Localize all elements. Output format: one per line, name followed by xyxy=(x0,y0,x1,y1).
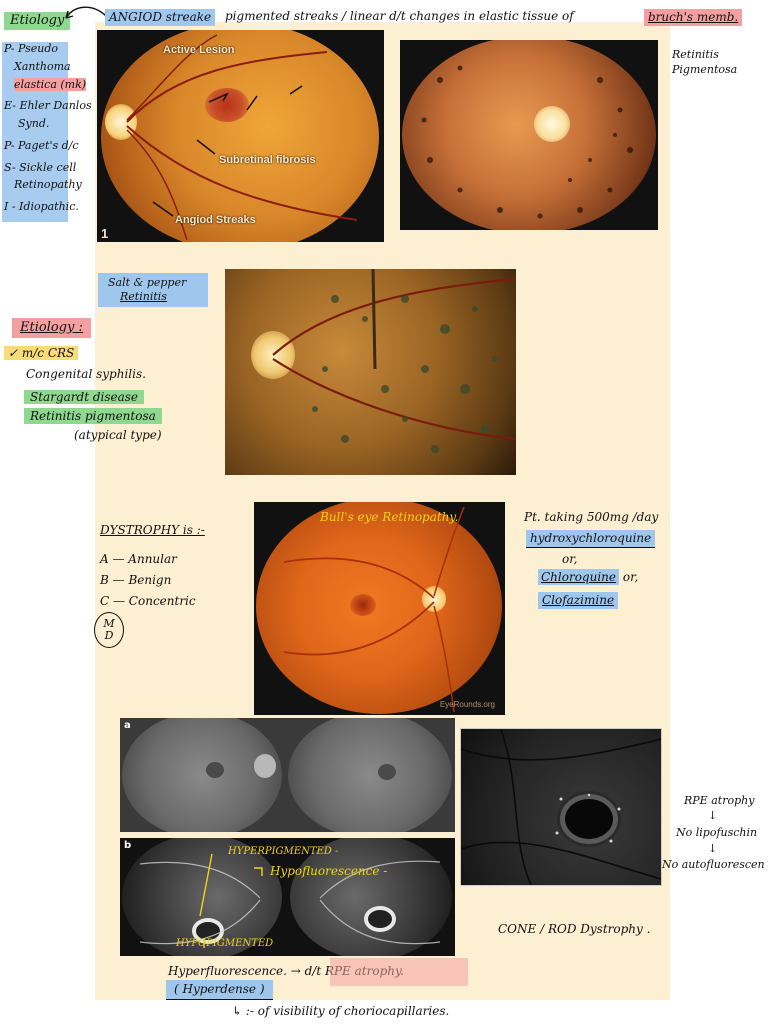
etiology-item: Synd. xyxy=(18,117,50,130)
atrophy-zone xyxy=(565,799,613,839)
salt-pepper-line2: Retinitis xyxy=(120,289,167,303)
angioid-streaks-photo: Active Lesion Subretinal fibrosis Angiod… xyxy=(97,30,384,242)
header-title: ANGIOD streake xyxy=(105,9,216,26)
macula-dark xyxy=(206,762,224,778)
arrow-down-icon: ↓ xyxy=(708,809,718,822)
etiology-heading-2: Etiology : xyxy=(12,318,91,339)
drug-or-2: or, xyxy=(622,570,639,584)
fa-panel-b: b HYPERPIGMENTED - Hypofluorescence - HY… xyxy=(120,838,455,956)
bulls-eye-ring xyxy=(364,906,396,932)
etiology2-item: Congenital syphilis. xyxy=(26,367,146,381)
dystrophy-item: A — Annular xyxy=(100,552,177,566)
hyperdense-label: ( Hyperdense ) xyxy=(166,980,273,1000)
etiology-list-1: P- Pseudo Xanthoma elastica (mk) E- Ehle… xyxy=(2,42,94,222)
salt-pepper-photo xyxy=(225,269,516,475)
salt-pepper-line1: Salt & pepper xyxy=(108,276,187,289)
etiology-item: S- Sickle cell xyxy=(4,160,77,174)
yellow-arrows xyxy=(199,853,263,948)
label-subretinal-fibrosis: Subretinal fibrosis xyxy=(219,154,316,166)
autofluorescence-photo xyxy=(460,728,662,886)
etiology-list-2: ✓ m/c CRS Congenital syphilis. Stargardt… xyxy=(4,346,162,443)
etiology2-item: Stargardt disease xyxy=(24,390,145,404)
rp-label: Retinitis Pigmentosa xyxy=(672,48,738,76)
drug-hydroxychloroquine: hydroxychloroquine xyxy=(526,530,656,548)
blue-highlight xyxy=(2,42,68,222)
drug-or-1: or, xyxy=(562,552,578,566)
dystrophy-list: A — Annular B — Benign C — Concentric xyxy=(100,552,196,609)
rpe-line1: RPE atrophy xyxy=(684,794,755,807)
header-membrane: bruch's memb. xyxy=(644,9,743,26)
drug-chloroquine: Chloroquine xyxy=(538,569,620,585)
dystrophy-item: B — Benign xyxy=(100,573,172,587)
pigment-dots xyxy=(272,269,516,453)
fa-vessels xyxy=(139,860,441,945)
arrow-icon xyxy=(65,6,107,19)
panel-label-a: a xyxy=(124,720,131,731)
drug-clofazimine: Clofazimine xyxy=(538,592,619,609)
retinitis-pigmentosa-photo xyxy=(400,40,658,230)
af-vessels xyxy=(461,729,661,885)
etiology2-item: Retinitis pigmentosa xyxy=(24,408,162,424)
dystrophy-item: C — Concentric xyxy=(100,594,196,608)
vessels xyxy=(126,34,358,241)
bulls-eye-caption: Bull's eye Retinopathy. xyxy=(320,510,459,524)
etiology-item: elastica (mk) xyxy=(14,77,87,91)
optic-disc xyxy=(534,106,570,142)
etiology2-item: ✓ m/c CRS xyxy=(4,346,79,360)
label-hyperpigmented: HYPERPIGMENTED - xyxy=(228,846,339,857)
etiology-item: I - Idiopathic. xyxy=(4,200,79,213)
etiology-item: P- Paget's d/c xyxy=(4,138,79,152)
bottom-line3: ↳ :- of visibility of choriocapillaries. xyxy=(232,1004,450,1018)
etiology-heading-1: Etiology xyxy=(4,12,71,31)
label-active-lesion: Active Lesion xyxy=(163,44,235,56)
etiology-item: Retinopathy xyxy=(14,178,82,192)
circled-md: M D xyxy=(94,612,124,648)
circled-md-text: M D xyxy=(103,616,115,642)
etiology-item: Xanthoma xyxy=(14,59,71,73)
arrow-down-icon: ↓ xyxy=(708,842,718,855)
vessels xyxy=(283,506,465,713)
panel-label-b: b xyxy=(124,840,132,851)
cone-rod-label: CONE / ROD Dystrophy . xyxy=(498,922,651,936)
rpe-line2: No lipofuschin xyxy=(676,826,758,839)
watermark: EyeRounds.org xyxy=(439,700,495,709)
macula xyxy=(350,594,376,616)
macula-dark xyxy=(378,764,396,780)
bulls-eye-photo: Bull's eye Retinopathy. EyeRounds.org xyxy=(254,502,505,715)
red-highlight xyxy=(330,958,468,986)
etiology2-item: (atypical type) xyxy=(74,428,162,442)
fa-panel-a: a xyxy=(120,718,455,832)
etiology-item: P- Pseudo xyxy=(4,42,59,55)
optic-disc xyxy=(254,754,276,778)
photo-number: 1 xyxy=(101,226,109,241)
rpe-line3: No autofluorescen xyxy=(662,858,765,871)
drug-line1: Pt. taking 500mg /day xyxy=(524,510,659,524)
etiology-item: E- Ehler Danlos xyxy=(4,99,92,113)
header-definition: pigmented streaks / linear d/t changes i… xyxy=(225,9,574,23)
label-hypofluorescence: Hypofluorescence - xyxy=(270,864,388,878)
pigment-spicules xyxy=(421,65,633,219)
label-hypopigmented: HYPOPIGMENTED xyxy=(176,938,274,949)
dystrophy-heading: DYSTROPHY is :- xyxy=(100,523,205,537)
salt-pepper-label: Salt & pepper Retinitis xyxy=(98,273,208,307)
label-angioid-streaks: Angiod Streaks xyxy=(175,214,256,226)
